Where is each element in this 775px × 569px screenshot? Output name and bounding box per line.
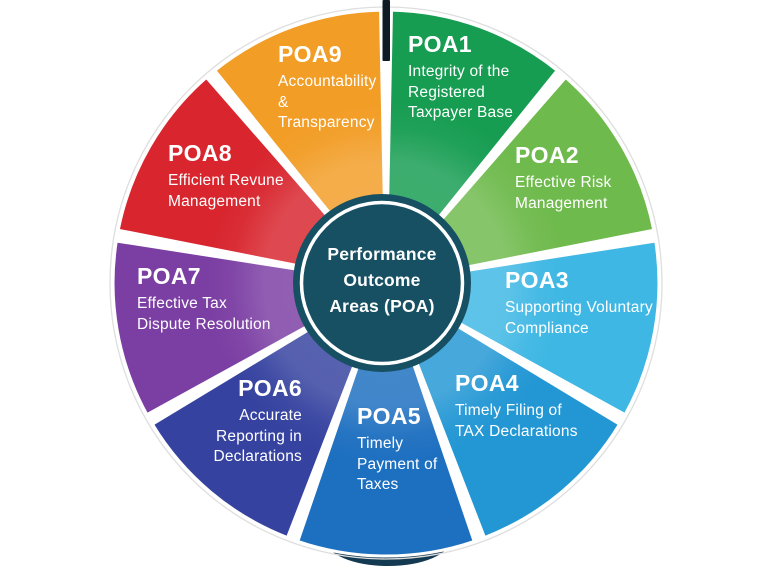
segment-title-poa8: POA8 xyxy=(168,140,232,166)
segment-desc-line: Taxpayer Base xyxy=(408,104,514,122)
center-emblem-circle xyxy=(293,194,471,372)
segment-desc-line: Management xyxy=(515,194,608,212)
segment-title-poa7: POA7 xyxy=(137,263,201,289)
segment-desc-line: Reporting in xyxy=(216,427,302,445)
segment-desc-line: Integrity of the xyxy=(408,63,510,81)
segment-title-poa9: POA9 xyxy=(278,41,342,67)
segment-desc-line: Efficient Revune xyxy=(168,172,284,190)
segment-desc-line: Transparency xyxy=(278,114,375,132)
segment-desc-poa4: Timely Filing of TAX Declarations xyxy=(455,401,578,442)
segment-desc-line: Registered xyxy=(408,83,485,101)
center-title: Performance Outcome Areas (POA) xyxy=(282,241,482,319)
segment-desc-line: Management xyxy=(168,192,261,210)
top-tick-marker xyxy=(382,0,390,61)
segment-desc-line: Compliance xyxy=(505,319,589,337)
center-title-line-2: Outcome xyxy=(343,270,421,290)
segment-desc-poa9: Accountability & Transparency xyxy=(278,72,376,134)
segment-label-poa4: POA4 Timely Filing of TAX Declarations xyxy=(455,370,578,442)
segment-title-poa5: POA5 xyxy=(357,403,421,429)
segment-title-poa6: POA6 xyxy=(238,375,302,401)
segment-desc-line: Dispute Resolution xyxy=(137,315,271,333)
segment-desc-line: Timely xyxy=(357,435,404,453)
segment-desc-line: TAX Declarations xyxy=(455,422,578,440)
segment-desc-line: Effective Tax xyxy=(137,295,227,313)
segment-title-poa2: POA2 xyxy=(515,142,579,168)
center-title-line-3: Areas (POA) xyxy=(329,296,435,316)
segment-desc-line: Payment of xyxy=(357,455,438,473)
segment-desc-line: & xyxy=(278,93,289,111)
segment-label-poa9: POA9 Accountability & Transparency xyxy=(278,41,376,134)
segment-desc-line: Timely Filing of xyxy=(455,402,562,420)
segment-desc-line: Accurate xyxy=(239,407,302,425)
center-title-line-1: Performance xyxy=(327,244,437,264)
segment-desc-line: Taxes xyxy=(357,476,399,494)
segment-desc-line: Supporting Voluntary xyxy=(505,299,653,317)
segment-title-poa3: POA3 xyxy=(505,267,569,293)
segment-desc-line: Effective Risk xyxy=(515,174,612,192)
segment-desc-line: Accountability xyxy=(278,73,377,91)
segment-title-poa1: POA1 xyxy=(408,31,472,57)
center-emblem-ring xyxy=(299,200,465,366)
segment-title-poa4: POA4 xyxy=(455,370,519,396)
segment-desc-line: Declarations xyxy=(213,448,302,466)
